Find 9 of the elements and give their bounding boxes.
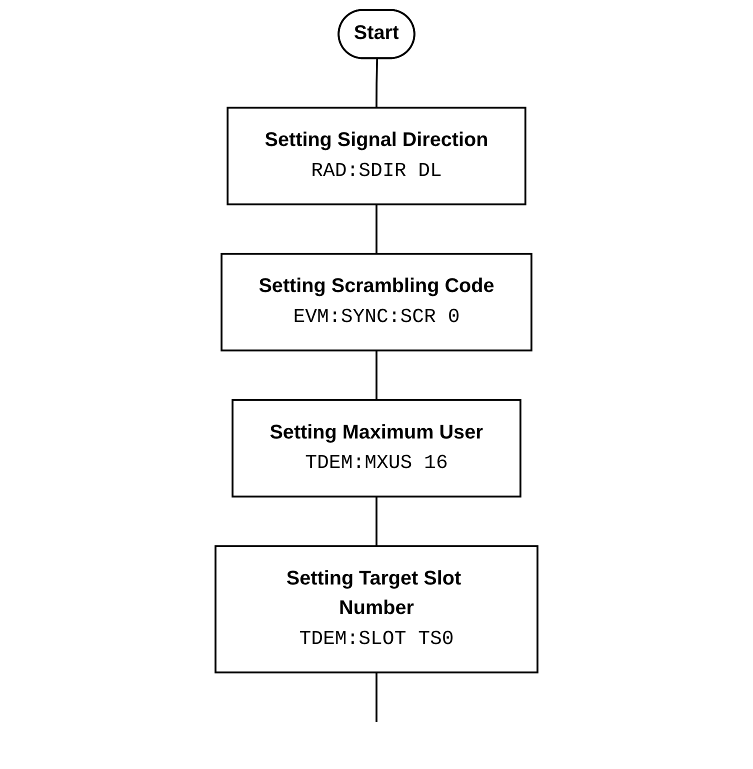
node-box: Setting Signal Direction RAD:SDIR DL [226, 106, 526, 206]
connector [376, 496, 378, 546]
node-box: Setting Scrambling Code EVM:SYNC:SCR 0 [220, 252, 532, 352]
connector [376, 350, 378, 400]
connector [376, 672, 378, 722]
connector [376, 58, 378, 108]
node-box: Setting Target Slot Number TDEM:SLOT TS0 [214, 545, 538, 674]
node-box: Setting Maximum User TDEM:MXUS 16 [232, 399, 522, 498]
connector [376, 204, 378, 254]
